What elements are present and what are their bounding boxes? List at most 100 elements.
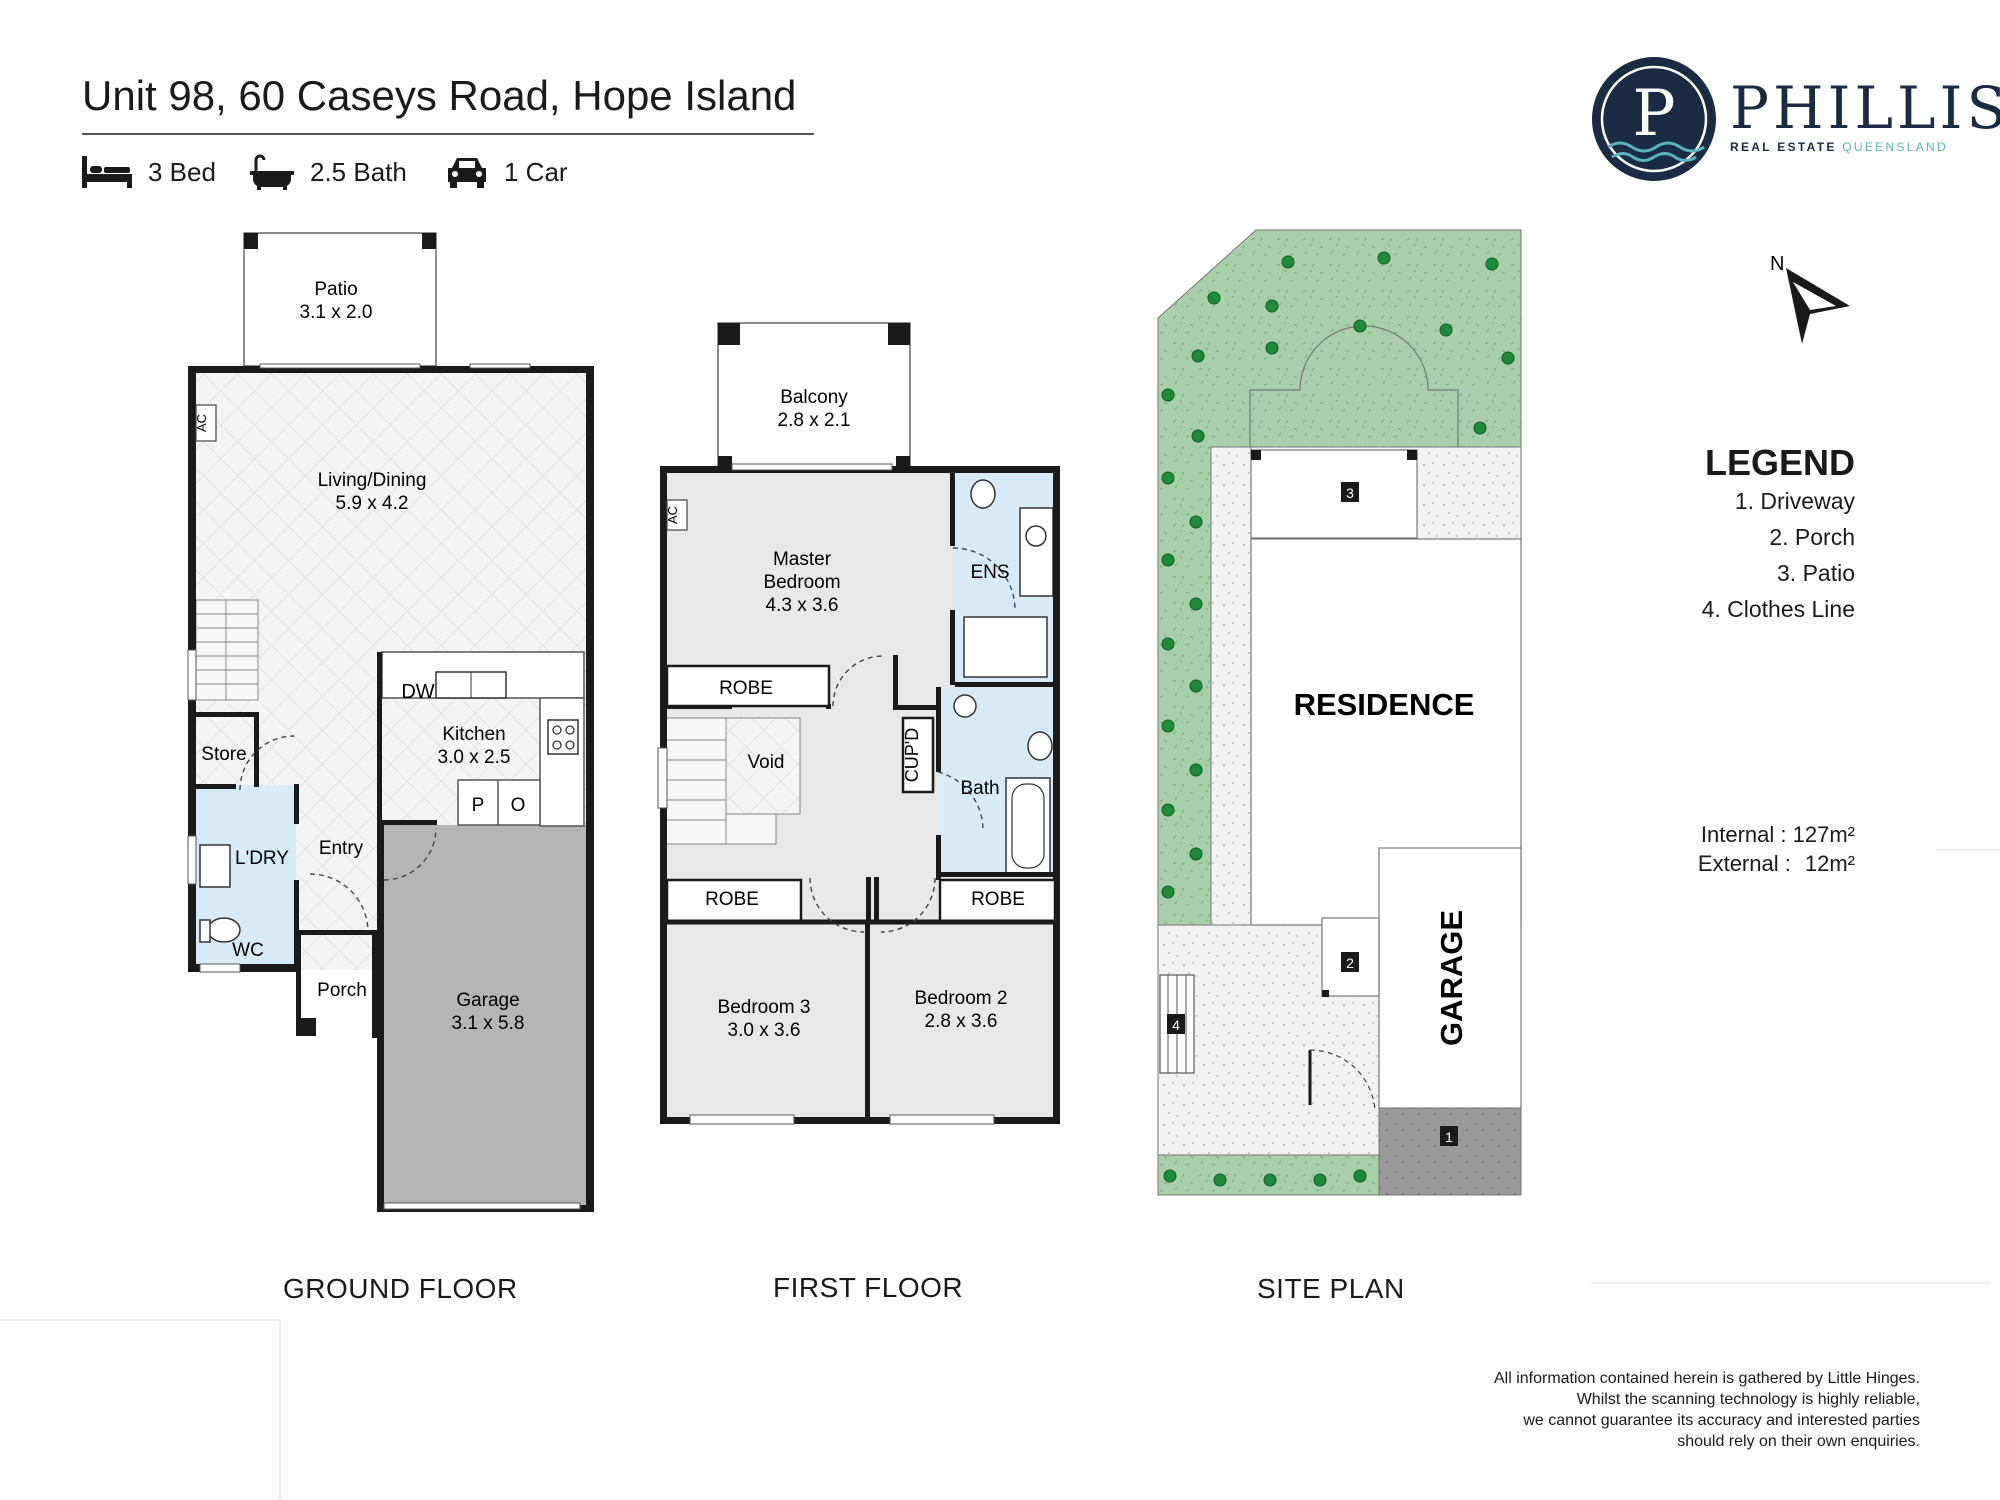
logo-letter: P (1632, 77, 1675, 151)
bedroom2-robe-label: ROBE (971, 889, 1025, 910)
legend-item-porch: 2. Porch (1769, 524, 1855, 550)
driveway-block (1378, 1107, 1522, 1196)
cupd-label: CUP'D (902, 728, 922, 782)
marker-2: 2 (1346, 955, 1354, 971)
ground-ac-label: AC (194, 414, 209, 432)
master-robe-label: ROBE (719, 678, 773, 699)
bedroom2-name: Bedroom 2 (915, 988, 1008, 1009)
marker-1: 1 (1445, 1129, 1453, 1145)
disclaimer-line-1: All information contained herein is gath… (1493, 1370, 1920, 1387)
disclaimer-line-2: Whilst the scanning technology is highly… (1576, 1391, 1920, 1408)
bedroom2-dims: 2.8 x 3.6 (925, 1011, 998, 1032)
legend-title: LEGEND (1705, 442, 1856, 483)
garage-name: Garage (456, 990, 519, 1011)
garage-floor (382, 825, 589, 1211)
car-count: 1 Car (504, 156, 568, 187)
porch-name: Porch (317, 980, 367, 1001)
bath-icon (250, 154, 294, 190)
legend-item-clothes-line: 4. Clothes Line (1701, 596, 1855, 622)
ensuite-basin-icon (1025, 525, 1047, 547)
north-arrow-icon: N (1770, 253, 1850, 344)
cooktop-icon (547, 719, 579, 755)
bed-feature: 3 Bed (80, 152, 216, 192)
title-underline (82, 133, 814, 135)
ens-name: ENS (970, 562, 1009, 583)
laundry-name: L'DRY (235, 848, 289, 869)
car-icon (448, 158, 486, 188)
internal-area-label: Internal (1700, 822, 1775, 847)
patio-dims: 3.1 x 2.0 (300, 302, 373, 323)
bedroom3-robe-label: ROBE (705, 889, 759, 910)
bath-toilet-icon (1027, 731, 1053, 761)
residence-label: RESIDENCE (1294, 687, 1475, 722)
logo-subtitle: REAL ESTATE QUEENSLAND (1730, 140, 1948, 154)
store-name: Store (201, 744, 246, 765)
site-plan-label: SITE PLAN (1257, 1273, 1405, 1304)
cupboard (901, 716, 935, 794)
bath-basin-icon (953, 694, 977, 718)
balcony-name: Balcony (780, 387, 848, 408)
logo-sub-b: QUEENSLAND (1842, 140, 1948, 154)
ground-floor-plan: AC Patio 3.1 x 2.0 Living/Dining 5.9 x 4… (187, 232, 594, 1212)
laundry-tub-icon (199, 844, 231, 888)
living-dims: 5.9 x 4.2 (336, 493, 409, 514)
bedroom3-name: Bedroom 3 (718, 997, 811, 1018)
kitchen-name: Kitchen (442, 724, 505, 745)
external-area-separator: : (1784, 851, 1791, 876)
car-feature: 1 Car (444, 152, 568, 192)
patio-name: Patio (314, 279, 357, 300)
bedroom3-dims: 3.0 x 3.6 (728, 1020, 801, 1041)
disclaimer: All information contained herein is gath… (1290, 1368, 1920, 1452)
void-name: Void (748, 752, 785, 773)
kitchen-dims: 3.0 x 2.5 (438, 747, 511, 768)
external-area: External : 12m² (1600, 851, 1855, 877)
property-address-title: Unit 98, 60 Caseys Road, Hope Island (82, 72, 797, 119)
balcony-dims: 2.8 x 2.1 (778, 410, 851, 431)
external-area-value: 12m² (1804, 851, 1855, 876)
ensuite-toilet-icon (970, 479, 996, 509)
oven-label: O (511, 795, 526, 816)
master-name-1: Master (773, 549, 832, 570)
legend-item-driveway: 1. Driveway (1734, 488, 1855, 514)
wc-name: WC (232, 940, 264, 961)
bedroom3-robe (665, 878, 803, 924)
garage-block-label: GARAGE (1434, 910, 1469, 1046)
first-floor-label: FIRST FLOOR (773, 1272, 964, 1303)
bath-feature: 2.5 Bath (248, 152, 407, 192)
ground-floor-label: GROUND FLOOR (283, 1273, 518, 1304)
master-dims: 4.3 x 3.6 (766, 595, 839, 616)
internal-area: Internal : 127m² (1600, 822, 1855, 848)
dishwasher-label: DW (401, 681, 434, 703)
site-plan: 3 2 4 1 RESIDENCE GARAGE (1157, 229, 1522, 1196)
marker-4: 4 (1172, 1017, 1180, 1033)
shower-icon (963, 616, 1048, 678)
master-name-2: Bedroom (763, 572, 840, 593)
first-ac-label: AC (665, 506, 680, 524)
internal-area-value: 127m² (1792, 822, 1855, 847)
bedroom2-robe (938, 878, 1057, 924)
wc-toilet-icon (207, 917, 241, 943)
entry-name: Entry (319, 838, 364, 859)
pantry-label: P (472, 795, 485, 816)
north-label: N (1770, 253, 1784, 275)
balcony-area (717, 322, 911, 468)
garage-dims: 3.1 x 5.8 (452, 1013, 525, 1034)
legend-item-patio: 3. Patio (1777, 560, 1855, 586)
phillis-logo-icon: P (1592, 57, 1716, 181)
master-robe (665, 664, 831, 708)
logo-sub-a: REAL ESTATE (1730, 140, 1837, 154)
internal-area-separator: : (1780, 822, 1787, 847)
bed-icon (82, 156, 132, 188)
bed-count: 3 Bed (148, 156, 216, 187)
bath-name: Bath (960, 778, 999, 799)
logo-name: PHILLIS (1730, 74, 2000, 142)
living-name: Living/Dining (318, 470, 427, 491)
external-area-label: External (1697, 851, 1779, 876)
first-floor-plan: AC Balcony 2.8 x 2.1 Master Bedroom 4.3 … (657, 322, 1060, 1125)
disclaimer-line-4: should rely on their own enquiries. (1677, 1433, 1920, 1450)
bath-count: 2.5 Bath (310, 156, 407, 187)
marker-3: 3 (1346, 485, 1354, 501)
disclaimer-line-3: we cannot guarantee its accuracy and int… (1523, 1412, 1920, 1429)
void-area (725, 717, 801, 815)
